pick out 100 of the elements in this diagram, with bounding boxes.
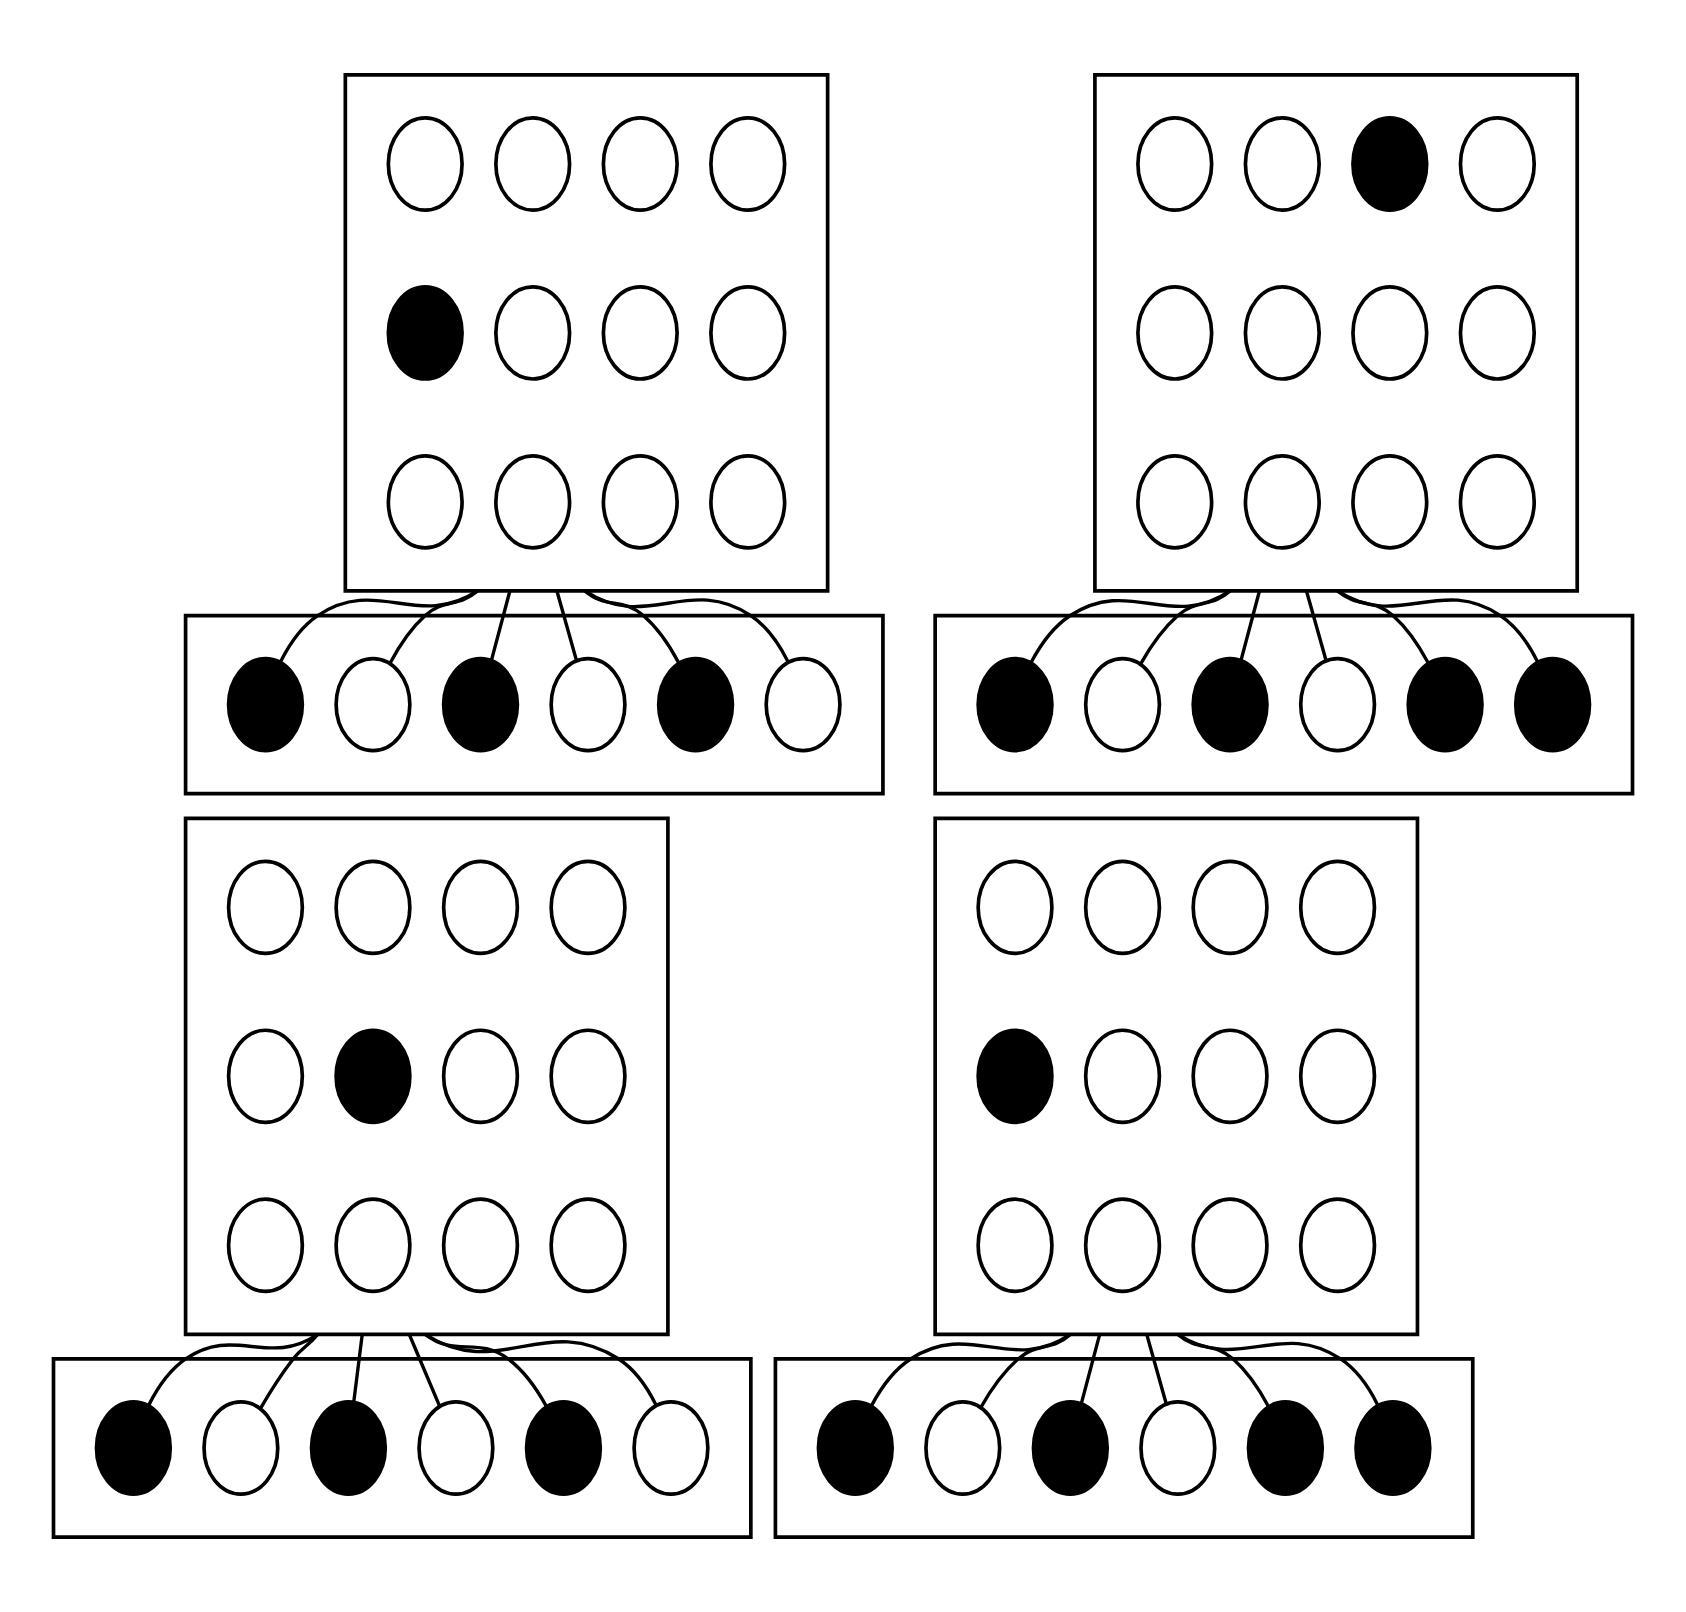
connector xyxy=(1145,1333,1168,1404)
node-circle xyxy=(1458,116,1537,212)
node-circle xyxy=(1298,859,1377,956)
connector xyxy=(258,1333,319,1410)
node-circle xyxy=(1083,656,1162,753)
connector xyxy=(979,1333,1072,1409)
node-circle xyxy=(1083,1028,1162,1125)
node-circle xyxy=(334,859,412,956)
node-circle xyxy=(709,285,787,381)
node-circle xyxy=(441,656,520,753)
node-circle xyxy=(226,1197,305,1294)
node-circle xyxy=(1458,453,1537,550)
node-circle xyxy=(632,1400,710,1496)
node-circle xyxy=(417,1400,495,1496)
node-circle xyxy=(441,1028,520,1125)
node-circle xyxy=(1298,1028,1377,1125)
connector xyxy=(1177,1332,1380,1406)
node-circle xyxy=(1298,656,1377,753)
node-circle xyxy=(976,656,1054,753)
node-circle xyxy=(524,1400,603,1496)
node-circle xyxy=(226,859,305,956)
connector xyxy=(1176,1333,1270,1408)
node-circle xyxy=(924,1400,1002,1496)
node-circle xyxy=(1191,1028,1269,1125)
node-circle xyxy=(441,859,520,956)
node-circle xyxy=(549,656,627,753)
node-circle xyxy=(1351,116,1429,212)
connector xyxy=(584,589,790,663)
connector xyxy=(1139,589,1232,665)
node-circle xyxy=(1136,453,1214,550)
node-circle xyxy=(709,453,787,550)
node-circle xyxy=(334,1197,412,1294)
connector xyxy=(1029,589,1231,664)
node-circle xyxy=(709,116,787,212)
connector xyxy=(1239,590,1262,661)
node-circle xyxy=(1351,285,1429,381)
connector xyxy=(555,590,578,660)
cluster xyxy=(183,613,885,796)
node-circle xyxy=(764,656,842,753)
node-circle xyxy=(334,656,412,753)
connector xyxy=(869,1332,1072,1407)
connector xyxy=(1079,1333,1102,1404)
connector xyxy=(388,589,479,664)
node-circle xyxy=(1083,1197,1162,1294)
node-circle xyxy=(1513,656,1592,753)
cluster xyxy=(933,613,1635,796)
node-circle xyxy=(1243,116,1321,212)
connector xyxy=(279,589,479,663)
node-circle xyxy=(1298,1197,1377,1294)
node-circle xyxy=(816,1400,894,1496)
cluster xyxy=(1093,73,1580,593)
node-circle xyxy=(1243,453,1321,550)
connector xyxy=(1304,590,1328,660)
node-circle xyxy=(1243,285,1321,381)
node-circle xyxy=(1351,453,1429,550)
node-circle xyxy=(494,116,572,212)
connector xyxy=(407,1333,442,1407)
node-circle xyxy=(976,1028,1054,1125)
node-circle xyxy=(601,453,679,550)
node-circle xyxy=(386,453,464,550)
cluster xyxy=(343,73,830,593)
node-circle xyxy=(1031,1400,1110,1496)
connector xyxy=(352,1334,364,1403)
node-circle xyxy=(202,1400,280,1496)
node-circle xyxy=(1136,285,1214,381)
node-circle xyxy=(601,285,679,381)
node-circle xyxy=(494,285,572,381)
node-circle xyxy=(1191,1197,1269,1294)
node-circle xyxy=(549,1197,627,1294)
connector xyxy=(583,589,681,664)
cluster xyxy=(773,1357,1475,1539)
connector xyxy=(147,1332,319,1407)
connector xyxy=(489,590,512,661)
node-circle xyxy=(601,116,679,212)
node-circle xyxy=(94,1400,173,1496)
cluster xyxy=(183,816,670,1337)
node-circle xyxy=(549,1028,627,1125)
connector xyxy=(1336,589,1540,663)
node-circle xyxy=(549,859,627,956)
node-circle xyxy=(656,656,735,753)
node-circle xyxy=(441,1197,520,1294)
node-circle xyxy=(1246,1400,1325,1496)
node-circle xyxy=(334,1028,412,1125)
connector xyxy=(424,1332,658,1406)
node-circle xyxy=(1354,1400,1432,1496)
node-circle xyxy=(1136,116,1214,212)
node-circle xyxy=(386,116,464,212)
node-circle xyxy=(1458,285,1537,381)
connector xyxy=(1336,589,1430,664)
node-circle xyxy=(1083,859,1162,956)
node-circle xyxy=(309,1400,388,1496)
node-circle xyxy=(1406,656,1484,753)
cluster xyxy=(51,1357,753,1539)
node-circle xyxy=(1139,1400,1217,1496)
node-circle xyxy=(226,656,305,753)
node-circle xyxy=(226,1028,305,1125)
connector xyxy=(424,1332,548,1407)
node-circle xyxy=(976,1197,1054,1294)
node-circle xyxy=(494,453,572,550)
node-circle xyxy=(1191,859,1269,956)
